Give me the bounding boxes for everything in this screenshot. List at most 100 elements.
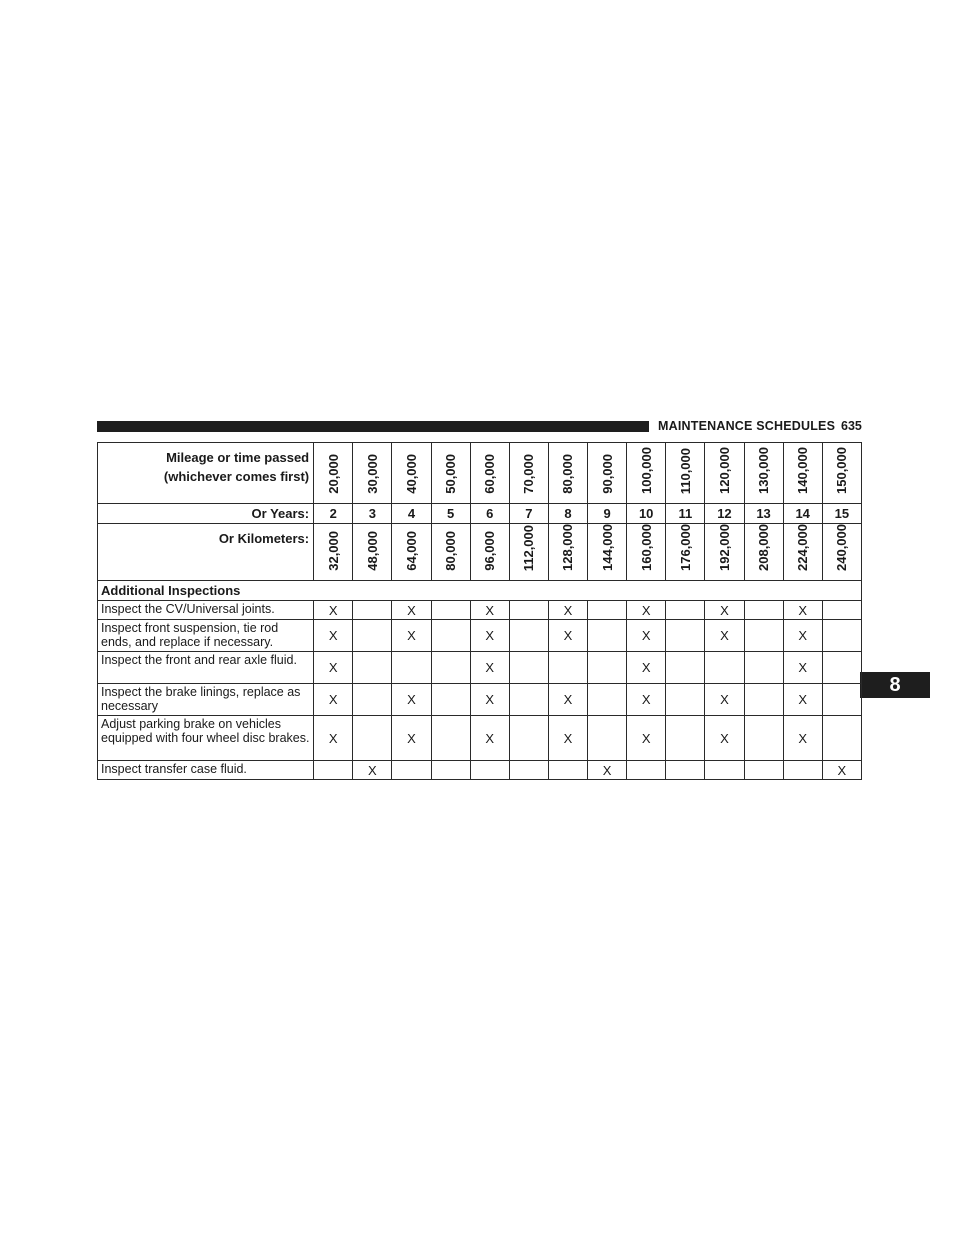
kilometers-value: 32,000 [325,531,341,571]
kilometers-value: 128,000 [560,524,576,571]
mileage-value: 80,000 [560,454,576,494]
kilometers-value: 224,000 [795,524,811,571]
mileage-value: 30,000 [364,454,380,494]
table-row: Inspect the brake linings, replace as ne… [96,683,863,716]
mileage-header-cell: 130,000 [743,442,784,504]
schedule-mark-cell: X [313,683,354,716]
schedule-mark-cell: X [313,715,354,761]
schedule-mark-cell [313,760,354,780]
schedule-mark-cell: X [469,619,510,652]
mileage-header-cell: 140,000 [782,442,823,504]
mileage-value: 50,000 [443,454,459,494]
schedule-mark-cell [508,715,549,761]
schedule-mark-cell [821,619,863,652]
schedule-mark-cell [586,715,628,761]
schedule-mark-cell: X [782,651,823,684]
mileage-value: 60,000 [482,454,498,494]
mileage-value: 100,000 [638,447,654,494]
schedule-mark-cell [352,683,393,716]
schedule-mark-cell [352,651,393,684]
schedule-mark-cell [665,600,706,620]
table-row: Inspect front suspension, tie rod ends, … [96,619,863,652]
schedule-mark-cell [586,651,628,684]
mileage-value: 130,000 [756,447,772,494]
mileage-value: 120,000 [716,447,732,494]
schedule-mark-cell: X [313,619,354,652]
schedule-mark-cell [586,600,628,620]
schedule-mark-cell: X [313,651,354,684]
schedule-mark-cell [508,651,549,684]
schedule-mark-cell: X [626,715,667,761]
mileage-value: 150,000 [834,447,850,494]
schedule-mark-cell [665,683,706,716]
kilometers-value: 192,000 [716,524,732,571]
page-header-title: MAINTENANCE SCHEDULES [658,419,836,433]
mileage-header-cell: 50,000 [430,442,471,504]
inspection-item-label: Adjust parking brake on vehicles equippe… [96,715,315,761]
schedule-mark-cell: X [547,683,589,716]
schedule-mark-cell [743,760,784,780]
mileage-value: 70,000 [521,454,537,494]
schedule-mark-cell: X [469,600,510,620]
schedule-mark-cell: X [626,600,667,620]
schedule-mark-cell: X [704,619,745,652]
section-row: Additional Inspections [97,580,862,601]
year-value: 13 [743,503,784,524]
mileage-header-cell: 30,000 [352,442,393,504]
mileage-header-cell: 70,000 [508,442,549,504]
schedule-mark-cell [821,651,863,684]
schedule-mark-cell: X [352,760,393,780]
schedule-mark-cell [352,715,393,761]
schedule-mark-cell: X [391,715,432,761]
year-value: 12 [704,503,745,524]
kilometers-value: 144,000 [599,524,615,571]
schedule-mark-cell: X [782,683,823,716]
mileage-header-cell: 110,000 [665,442,706,504]
schedule-mark-cell [391,760,432,780]
kilometers-label: Or Kilometers: [96,523,315,581]
header-rule [97,421,649,432]
year-value: 14 [782,503,823,524]
kilometers-header-cell: 96,000 [469,523,510,581]
maintenance-schedule-table: Mileage or time passed (whichever comes … [96,442,863,780]
chapter-tab: 8 [860,672,930,698]
kilometers-header-cell: 144,000 [586,523,628,581]
year-value: 11 [665,503,706,524]
schedule-mark-cell [586,683,628,716]
year-value: 2 [313,503,354,524]
schedule-mark-cell [508,619,549,652]
schedule-mark-cell [743,619,784,652]
table-row: Adjust parking brake on vehicles equippe… [96,715,863,761]
page-number: 635 [841,419,862,433]
schedule-mark-cell [352,600,393,620]
schedule-mark-cell: X [626,651,667,684]
year-value: 3 [352,503,393,524]
mileage-header-cell: 40,000 [391,442,432,504]
schedule-mark-cell [430,600,471,620]
kilometers-value: 112,000 [521,524,537,571]
schedule-mark-cell [430,619,471,652]
schedule-mark-cell: X [391,683,432,716]
schedule-mark-cell: X [821,760,863,780]
mileage-label: Mileage or time passed (whichever comes … [96,442,315,504]
kilometers-value: 176,000 [677,524,693,571]
mileage-value: 90,000 [599,454,615,494]
mileage-value: 140,000 [795,447,811,494]
kilometers-header-cell: 224,000 [782,523,823,581]
kilometers-value: 80,000 [443,531,459,571]
schedule-mark-cell [586,619,628,652]
year-value: 7 [508,503,549,524]
kilometers-header-cell: 208,000 [743,523,784,581]
mileage-value: 20,000 [325,454,341,494]
year-value: 9 [586,503,628,524]
schedule-mark-cell: X [469,715,510,761]
schedule-mark-cell [782,760,823,780]
schedule-mark-cell [704,760,745,780]
schedule-mark-cell [508,683,549,716]
schedule-mark-cell [430,760,471,780]
kilometers-header-cell: 80,000 [430,523,471,581]
year-value: 6 [469,503,510,524]
